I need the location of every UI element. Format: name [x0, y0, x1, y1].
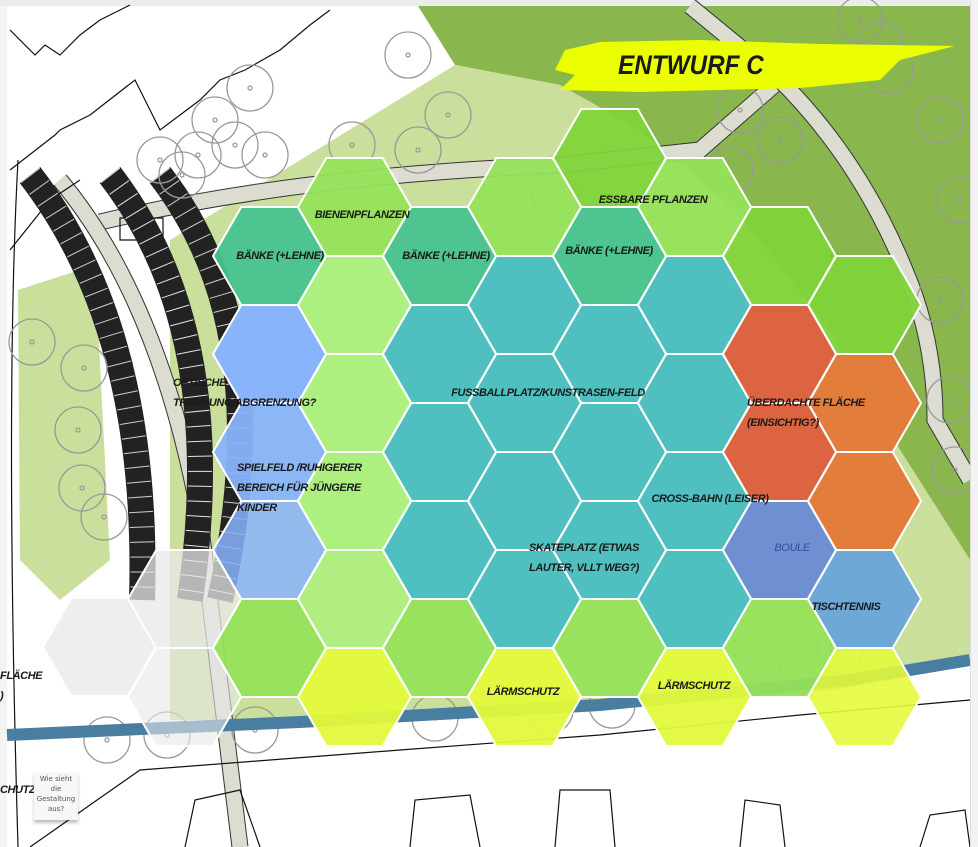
- tree-trunk-icon: [179, 172, 185, 178]
- tree-trunk-icon: [104, 737, 110, 743]
- tree-trunk-icon: [937, 117, 943, 123]
- zone-label-football: Fußballplatz/Kunstrasen-Feld: [451, 387, 645, 399]
- tree-icon: [80, 493, 128, 541]
- zone-label-separation: Trennung/Abgrenzung?: [173, 397, 316, 409]
- tree-trunk-icon: [101, 514, 107, 520]
- offscreen-label-fragment: Fläche: [0, 670, 43, 682]
- tree-trunk-icon: [937, 297, 943, 303]
- stand-row-edge: [99, 167, 213, 602]
- design-title: ENTWURF C: [618, 50, 764, 80]
- tree-icon: [54, 406, 102, 454]
- tree-icon: [158, 151, 206, 199]
- tree-trunk-icon: [445, 112, 451, 118]
- tree-trunk-icon: [29, 339, 35, 345]
- tree-icon: [931, 446, 978, 494]
- tree-trunk-icon: [212, 117, 218, 123]
- tree-icon: [756, 116, 804, 164]
- tree-icon: [241, 131, 289, 179]
- tree-trunk-icon: [415, 147, 421, 153]
- zone-label-bee-plants: Bienenpflanzen: [314, 209, 410, 221]
- zone-label-table-tennis: Tischtennis: [811, 601, 881, 613]
- tree-trunk-icon: [952, 467, 958, 473]
- zone-label-cross-track: Cross-Bahn (leiser): [651, 493, 769, 505]
- tree-icon: [936, 176, 978, 224]
- tree-icon: [211, 121, 259, 169]
- zone-label-covered-area: (einsichtig?): [747, 417, 819, 429]
- tree-icon: [191, 96, 239, 144]
- zone-label-kids-area: Spielfeld /ruhigerer: [237, 462, 362, 474]
- zone-label-skatepark: lauter, vllt weg?): [529, 562, 639, 574]
- tree-trunk-icon: [247, 85, 253, 91]
- tree-icon: [836, 0, 884, 44]
- tree-trunk-icon: [81, 365, 87, 371]
- sticky-note[interactable]: Wie sieht die Gestaltung aus?: [34, 772, 78, 820]
- footpath: [774, 74, 977, 484]
- tree-icon: [60, 344, 108, 392]
- zone-label-kids-area: Kinder: [237, 502, 277, 514]
- tree-icon: [916, 96, 964, 144]
- tree-trunk-icon: [157, 157, 163, 163]
- tree-trunk-icon: [75, 427, 81, 433]
- tree-trunk-icon: [195, 152, 201, 158]
- stand-row-edge: [19, 167, 156, 601]
- tree-trunk-icon: [79, 485, 85, 491]
- zone-label-noise-barrier: Lärmschutz: [657, 680, 731, 692]
- zone-label-noise-barrier: Lärmschutz: [486, 686, 560, 698]
- offscreen-label-fragment: chutz: [0, 784, 36, 796]
- hex-grid: [41, 108, 923, 747]
- tree-icon: [424, 91, 472, 139]
- zone-label-edible-plants: Essbare Pflanzen: [598, 194, 708, 206]
- tree-icon: [394, 126, 442, 174]
- canvas-right-edge: [970, 0, 978, 847]
- offscreen-label-fragment: ): [0, 690, 4, 702]
- tree-trunk-icon: [262, 152, 268, 158]
- tree-trunk-icon: [405, 52, 411, 58]
- zone-label-separation: Optische: [173, 377, 227, 389]
- tree-trunk-icon: [349, 142, 355, 148]
- title-brush-stroke: [555, 40, 955, 92]
- zone-hex-noise[interactable]: [806, 647, 923, 747]
- canvas-top-edge: [0, 0, 978, 6]
- zone-label-benches: Bänke (+Lehne): [402, 250, 490, 262]
- tree-icon: [174, 131, 222, 179]
- zone-label-boule: Boule: [774, 542, 810, 554]
- tree-icon: [226, 64, 274, 112]
- buildings: [9, 4, 971, 847]
- zone-label-covered-area: Überdachte Fläche: [747, 397, 865, 409]
- tree-trunk-icon: [232, 142, 238, 148]
- zone-label-kids-area: Bereich für jüngere: [237, 482, 361, 494]
- tree-trunk-icon: [957, 197, 963, 203]
- tree-icon: [83, 716, 131, 764]
- tree-trunk-icon: [857, 17, 863, 23]
- tree-trunk-icon: [737, 107, 743, 113]
- meadow-strip-left: [18, 265, 110, 600]
- tree-trunk-icon: [777, 137, 783, 143]
- zone-label-benches: Bänke (+Lehne): [565, 245, 653, 257]
- tree-icon: [8, 318, 56, 366]
- zone-label-benches: Bänke (+Lehne): [236, 250, 324, 262]
- tree-icon: [384, 31, 432, 79]
- tree-trunk-icon: [947, 397, 953, 403]
- zone-label-skatepark: Skateplatz (etwas: [529, 542, 640, 554]
